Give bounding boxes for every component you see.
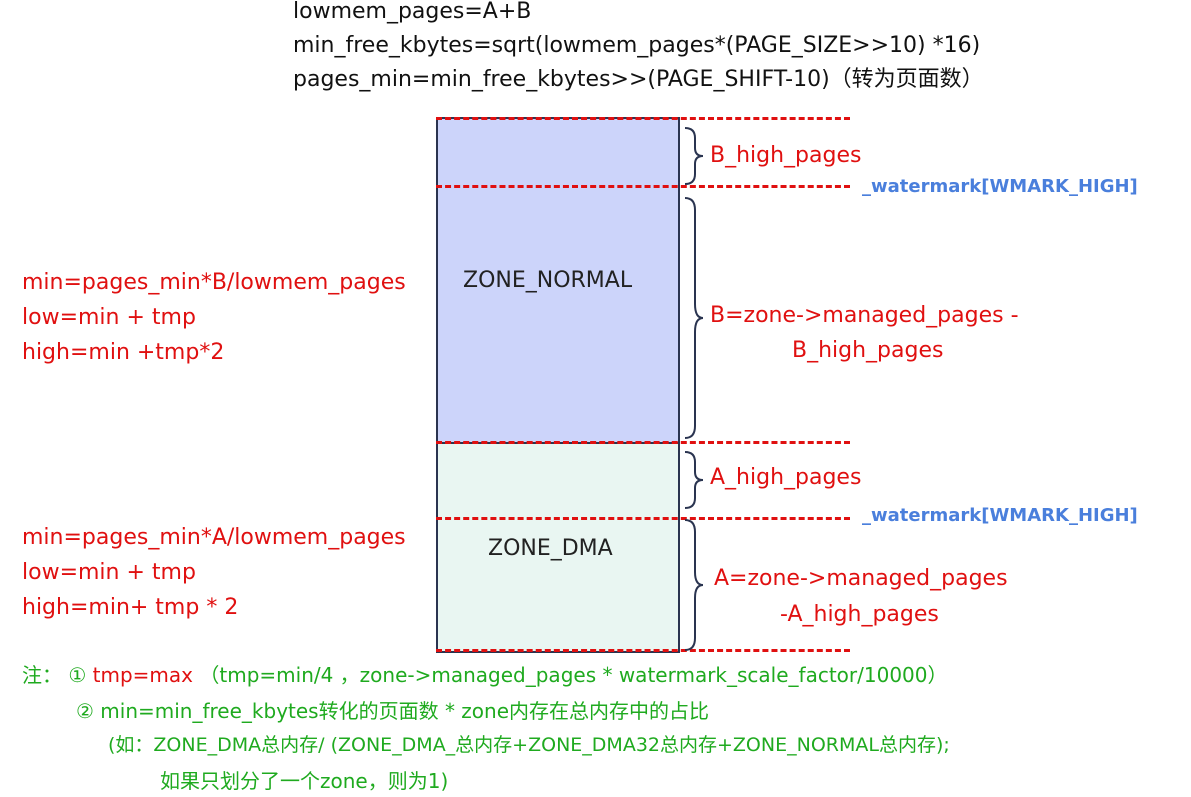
note-2-mark: ② (76, 699, 94, 723)
note-1-mark: ① (68, 663, 87, 687)
zone-normal-box (436, 117, 680, 444)
dash-line-dma-watermark (436, 517, 850, 520)
zone-dma-label: ZONE_DMA (488, 536, 613, 561)
note-prefix: 注： (22, 663, 62, 687)
a-high-pages-label: A_high_pages (710, 465, 862, 490)
b-managed-line1: B=zone->managed_pages - (710, 303, 1019, 328)
normal-low-formula: low=min + tmp (22, 305, 196, 330)
brace-a-high-pages (684, 451, 704, 509)
dma-watermark-label: _watermark[WMARK_HIGH] (862, 505, 1138, 526)
normal-min-formula: min=pages_min*B/lowmem_pages (22, 270, 406, 295)
formula-pages-min: pages_min=min_free_kbytes>>(PAGE_SHIFT-1… (293, 67, 984, 92)
formula-lowmem-pages: lowmem_pages=A+B (293, 0, 532, 24)
a-managed-line1: A=zone->managed_pages (714, 566, 1008, 591)
a-managed-line2: -A_high_pages (780, 602, 939, 627)
note-1-rest: （tmp=min/4 ，zone->managed_pages * waterm… (199, 663, 948, 687)
brace-b-managed (684, 197, 704, 439)
zone-normal-label: ZONE_NORMAL (463, 268, 633, 293)
note-2: ② min=min_free_kbytes转化的页面数 * zone内存在总内存… (76, 701, 709, 721)
dma-high-formula: high=min+ tmp * 2 (22, 595, 239, 620)
dash-line-normal-watermark (436, 185, 850, 188)
note-2-lead: min=min_free_kbytes转化的页面数 * zone内存在总内存中的… (100, 699, 710, 723)
note-2-line2: (如：ZONE_DMA总内存/ (ZONE_DMA_总内存+ZONE_DMA32… (108, 734, 950, 756)
b-managed-line2: B_high_pages (792, 338, 944, 363)
dma-low-formula: low=min + tmp (22, 560, 196, 585)
note-1: 注： ① tmp=max （tmp=min/4 ，zone->managed_p… (22, 665, 948, 685)
zone-dma-box (436, 442, 680, 653)
normal-high-formula: high=min +tmp*2 (22, 340, 225, 365)
note-1-lead: tmp=max (92, 663, 194, 687)
b-high-pages-label: B_high_pages (710, 143, 862, 168)
brace-a-managed (684, 519, 704, 651)
dash-line-normal-top (436, 117, 850, 120)
dma-min-formula: min=pages_min*A/lowmem_pages (22, 525, 406, 550)
brace-b-high-pages (684, 127, 704, 185)
note-2-line3: 如果只划分了一个zone，则为1) (160, 769, 449, 793)
formula-min-free-kbytes: min_free_kbytes=sqrt(lowmem_pages*(PAGE_… (293, 33, 981, 58)
normal-watermark-label: _watermark[WMARK_HIGH] (862, 176, 1138, 197)
dash-line-zone-boundary (436, 441, 850, 444)
dash-line-dma-bottom (436, 649, 850, 652)
